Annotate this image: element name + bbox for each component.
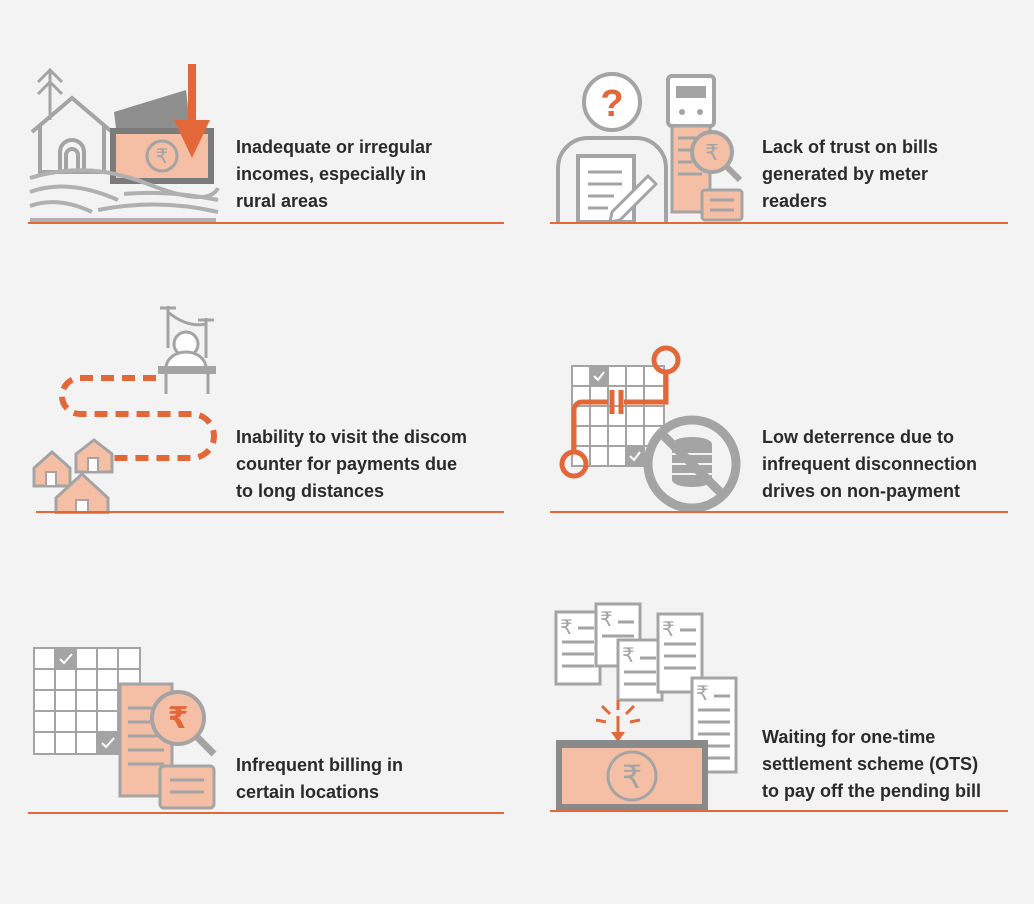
label-line: rural areas: [236, 191, 329, 211]
label-line: Inability to visit the discom: [236, 427, 468, 447]
svg-text:₹: ₹: [696, 681, 709, 705]
label-line: certain locations: [236, 782, 380, 802]
svg-text:₹: ₹: [600, 607, 613, 631]
label-line: incomes, especially in: [236, 164, 427, 184]
pending-bills-icon: ₹ ₹ ₹ ₹ ₹ ₹: [554, 602, 738, 812]
label-line: to long distances: [236, 481, 385, 501]
label-line: readers: [762, 191, 828, 211]
label-line: Infrequent billing in: [236, 755, 403, 775]
no-disconnection-icon: [559, 345, 741, 513]
svg-text:₹: ₹: [662, 617, 675, 641]
label-line: Low deterrence due to: [762, 427, 955, 447]
divider-rule: [550, 511, 1008, 513]
svg-text:₹: ₹: [622, 643, 635, 667]
item-label-rural-income: Inadequate or irregular incomes, especia…: [236, 134, 432, 215]
distance-to-counter-icon: [32, 306, 217, 514]
svg-text:₹: ₹: [705, 141, 719, 166]
item-label-billing: Infrequent billing in certain locations: [236, 752, 403, 806]
item-label-deterrence: Low deterrence due to infrequent disconn…: [762, 424, 977, 505]
rural-income-drop-icon: ₹: [29, 64, 220, 222]
infrequent-billing-icon: ₹: [33, 647, 217, 810]
label-line: Lack of trust on bills: [762, 137, 939, 157]
svg-text:₹: ₹: [168, 701, 189, 736]
divider-rule: [550, 222, 1008, 224]
meter-reader-doubt-icon: ? ₹: [556, 72, 744, 224]
label-line: settlement scheme (OTS): [762, 754, 979, 774]
label-line: to pay off the pending bill: [762, 781, 981, 801]
label-line: counter for payments due: [236, 454, 458, 474]
item-label-ots: Waiting for one-time settlement scheme (…: [762, 724, 981, 805]
divider-rule: [28, 222, 504, 224]
svg-text:₹: ₹: [560, 615, 573, 639]
item-label-distance: Inability to visit the discom counter fo…: [236, 424, 467, 505]
label-line: infrequent disconnection: [762, 454, 978, 474]
label-line: Inadequate or irregular: [236, 137, 433, 157]
svg-text:₹: ₹: [622, 758, 642, 796]
divider-rule: [36, 511, 504, 513]
item-label-bill-trust: Lack of trust on bills generated by mete…: [762, 134, 938, 215]
divider-rule: [550, 810, 1008, 812]
label-line: drives on non-payment: [762, 481, 961, 501]
label-line: generated by meter: [762, 164, 929, 184]
svg-text:?: ?: [600, 83, 623, 125]
svg-text:₹: ₹: [156, 144, 169, 168]
divider-rule: [28, 812, 504, 814]
label-line: Waiting for one-time: [762, 727, 936, 747]
